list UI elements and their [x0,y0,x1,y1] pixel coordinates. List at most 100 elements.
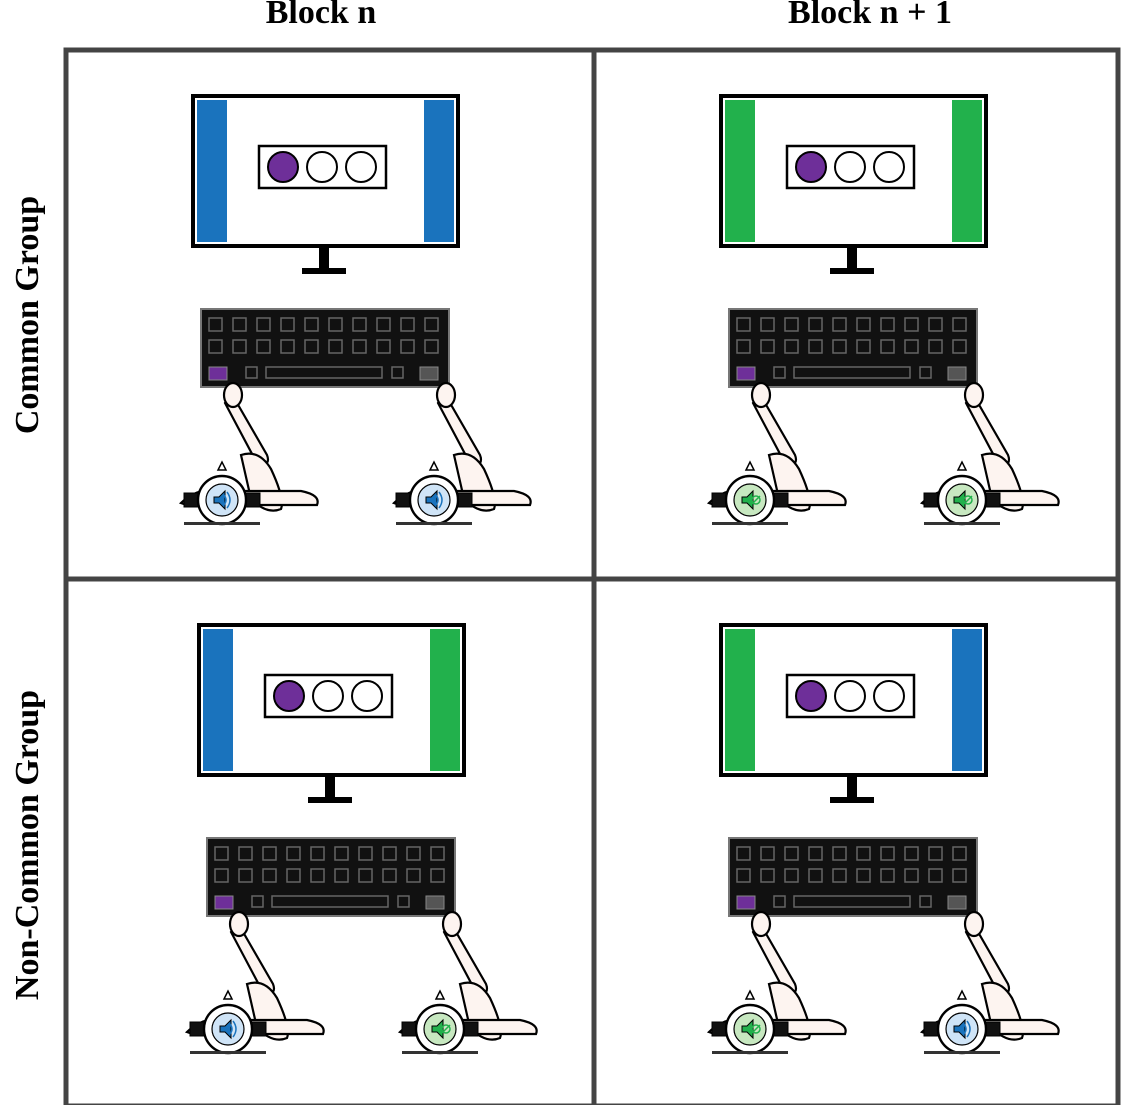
keyboard-key [358,868,373,883]
monitor-stand [302,268,346,274]
keyboard-body [206,837,456,917]
finger-icon [441,910,463,938]
keyboard-key [773,895,786,908]
left-color-bar [725,100,755,242]
keyboard-key [832,846,847,861]
keyboard-key [280,317,295,332]
keyboard-key [919,895,932,908]
keyboard-key [904,868,919,883]
finger-icon [228,910,250,938]
keyboard-key [214,846,229,861]
keyboard-key [784,339,799,354]
keyboard-icon [206,837,456,917]
keyboard-key [424,339,439,354]
stimulus-circle-filled [795,151,827,183]
keyboard-key [334,846,349,861]
watch-base [924,1051,1000,1054]
watch-crown [744,460,756,471]
keyboard-key [736,339,751,354]
keyboard-key [904,317,919,332]
keyboard-key [928,339,943,354]
column-title-block-n-plus-1: Block n + 1 [788,0,952,31]
spacebar-key [271,895,389,908]
keyboard-key [880,846,895,861]
keyboard-key [382,868,397,883]
sound-wave [223,494,227,506]
keyboard-key [376,317,391,332]
left-smartwatch-icon [711,460,789,526]
stimulus-circle-empty [345,151,377,183]
keyboard-key [784,846,799,861]
keyboard-key [238,868,253,883]
keyboard-key [304,339,319,354]
keyboard-key [928,868,943,883]
stimulus-circle-empty [873,680,905,712]
keyboard-key [358,846,373,861]
watch-crown [956,460,968,471]
right-color-bar [430,629,460,771]
monitor-neck [319,248,329,270]
keyboard-key [280,339,295,354]
keyboard-key [310,868,325,883]
keyboard-key [424,317,439,332]
panel-noncommon-block-n1 [706,623,1060,1055]
keyboard-key [352,339,367,354]
mute-circle [751,1024,761,1034]
sound-wave [963,1023,967,1035]
keyboard-body [200,308,450,388]
right-response-key [419,366,439,381]
keyboard-key [208,317,223,332]
right-smartwatch-icon [923,989,1001,1055]
keyboard-key [773,366,786,379]
stimulus-circle-empty [873,151,905,183]
keyboard-key [952,846,967,861]
stimulus-circle-empty [306,151,338,183]
keyboard-key [334,868,349,883]
keyboard-key [832,868,847,883]
watch-crown [434,989,446,1000]
sound-wave [435,494,439,506]
mute-slash [441,1024,451,1034]
monitor-icon [197,623,466,803]
speaker-icon [425,489,438,511]
spacebar-key [793,895,911,908]
sound-wave [232,1020,237,1038]
left-color-bar [203,629,233,771]
speaker-icon [741,1018,754,1040]
mute-slash [751,1024,761,1034]
keyboard-key [262,846,277,861]
keyboard-key [736,317,751,332]
speaker-icon [219,1018,232,1040]
keyboard-key [856,868,871,883]
keyboard-key [208,339,223,354]
keyboard-key [736,868,751,883]
sound-wave [226,491,231,509]
right-smartwatch-icon [395,460,473,526]
stimulus-circle-empty [834,680,866,712]
keyboard-key [352,317,367,332]
keyboard-key [832,339,847,354]
keyboard-key [262,868,277,883]
watch-crown [956,989,968,1000]
keyboard-key [382,846,397,861]
keyboard-key [245,366,258,379]
keyboard-key [400,317,415,332]
watch-base [924,522,1000,525]
keyboard-key [928,846,943,861]
panel-common-block-n1 [706,94,1060,526]
watch-crown [216,460,228,471]
stimulus-circle-filled [267,151,299,183]
panel-common-block-n [178,94,532,526]
keyboard-body [728,837,978,917]
keyboard-key [856,846,871,861]
panel-noncommon-block-n [184,623,538,1055]
keyboard-key [760,339,775,354]
watch-base [396,522,472,525]
left-response-key [214,895,234,910]
monitor-stand [308,797,352,803]
finger-icon [435,381,457,409]
speaker-icon [213,489,226,511]
monitor-neck [847,777,857,799]
keyboard-key [832,317,847,332]
sound-wave [966,1020,971,1038]
